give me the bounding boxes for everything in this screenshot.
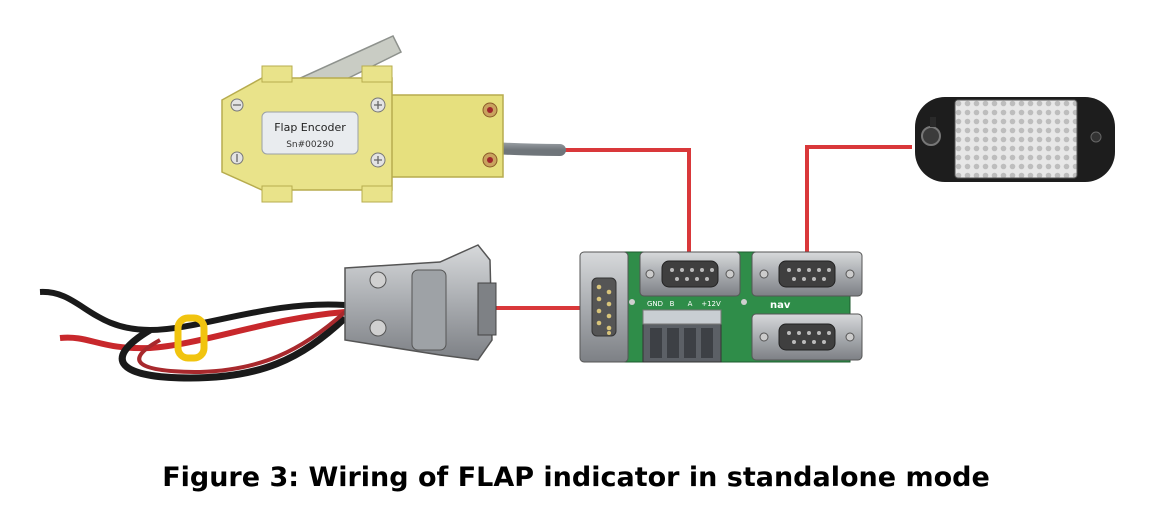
board-logo: nav [754, 298, 846, 311]
figure-caption: Figure 3: Wiring of FLAP indicator in st… [162, 462, 990, 493]
terminal-label-12v: +12V [701, 300, 721, 308]
terminal-label-gnd: GND [647, 300, 663, 308]
screw-icon [230, 97, 386, 168]
loose-wire-red [59, 309, 346, 352]
sub-d-cable-assembly [39, 244, 497, 382]
terminal-label-b: B [670, 300, 675, 308]
flap-indicator [915, 97, 1115, 182]
wire-board-to-indicator [805, 145, 912, 252]
encoder-label-title: Flap Encoder [274, 121, 346, 134]
loose-wire-loop [118, 315, 348, 382]
indicator-led-matrix [954, 99, 1078, 179]
encoder-label [261, 111, 359, 155]
board-db9-top-left [639, 251, 741, 297]
board-db9-top-right [751, 251, 863, 297]
screw-terminal-block [642, 309, 722, 363]
encoder-label-serial: Sn#00290 [286, 140, 334, 150]
cable-tie [174, 314, 208, 362]
terminal-label-a: A [688, 300, 693, 308]
board-brand: nav [770, 300, 791, 311]
wire-encoder-to-board [560, 148, 691, 252]
red-wires [495, 145, 912, 310]
interface-board: GND B A +12V nav [579, 251, 863, 363]
loose-wire-black [39, 288, 346, 334]
board-db9-bottom-right [751, 313, 863, 361]
flap-encoder: Flap Encoder Sn#00290 [221, 35, 566, 203]
